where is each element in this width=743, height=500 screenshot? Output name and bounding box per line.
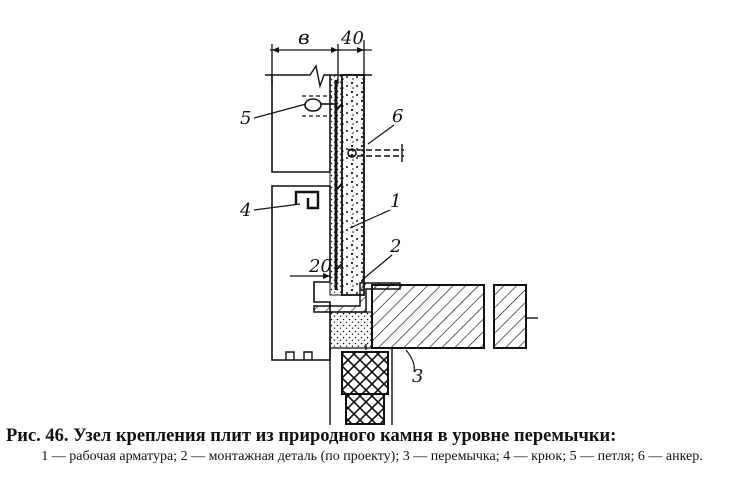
legend-item: 3 — перемычка; [402, 449, 500, 464]
hook-detail [294, 190, 320, 210]
legend-item: 4 — крюк; [503, 449, 567, 464]
mortar-bed [329, 311, 373, 349]
legend-item: 5 — петля; [569, 449, 635, 464]
figure-caption: Рис. 46. Узел крепления плит из природно… [6, 424, 738, 465]
dimension-wall-thickness: в [270, 25, 340, 84]
callout-2-label: 2 [389, 236, 401, 257]
callout-3-label: 3 [412, 366, 423, 387]
callout-4: 4 [239, 200, 301, 221]
legend-item: 6 — анкер. [637, 449, 703, 464]
stone-slab [341, 74, 365, 296]
legend-item: 2 — монтажная деталь (по проекту); [180, 449, 400, 464]
anchor-detail [347, 144, 404, 162]
window-frame [329, 344, 393, 425]
callout-6: 6 [367, 106, 403, 145]
caption-legend: 1 — рабочая арматура; 2 — монтажная дета… [6, 448, 738, 465]
dimension-wall-thickness-label: в [298, 25, 310, 49]
callout-1: 1 [349, 191, 401, 229]
callout-2: 2 [361, 236, 401, 281]
lintel-beam [493, 284, 527, 349]
callout-6-label: 6 [392, 106, 403, 127]
callout-1-label: 1 [390, 191, 401, 212]
callout-5: 5 [240, 103, 307, 129]
callout-5-label: 5 [240, 108, 251, 129]
wall-upper [271, 75, 331, 173]
callout-4-label: 4 [239, 200, 251, 221]
lintel [371, 284, 485, 349]
dimension-gap-label: 20 [308, 256, 332, 277]
dimension-gap: 20 [290, 256, 332, 279]
section-drawing: в 40 [239, 25, 538, 425]
legend-item: 1 — рабочая арматура; [41, 449, 178, 464]
dimension-slab-thickness-label: 40 [340, 28, 364, 49]
callout-3: 3 [405, 349, 423, 387]
caption-title: Рис. 46. Узел крепления плит из природно… [6, 426, 617, 446]
